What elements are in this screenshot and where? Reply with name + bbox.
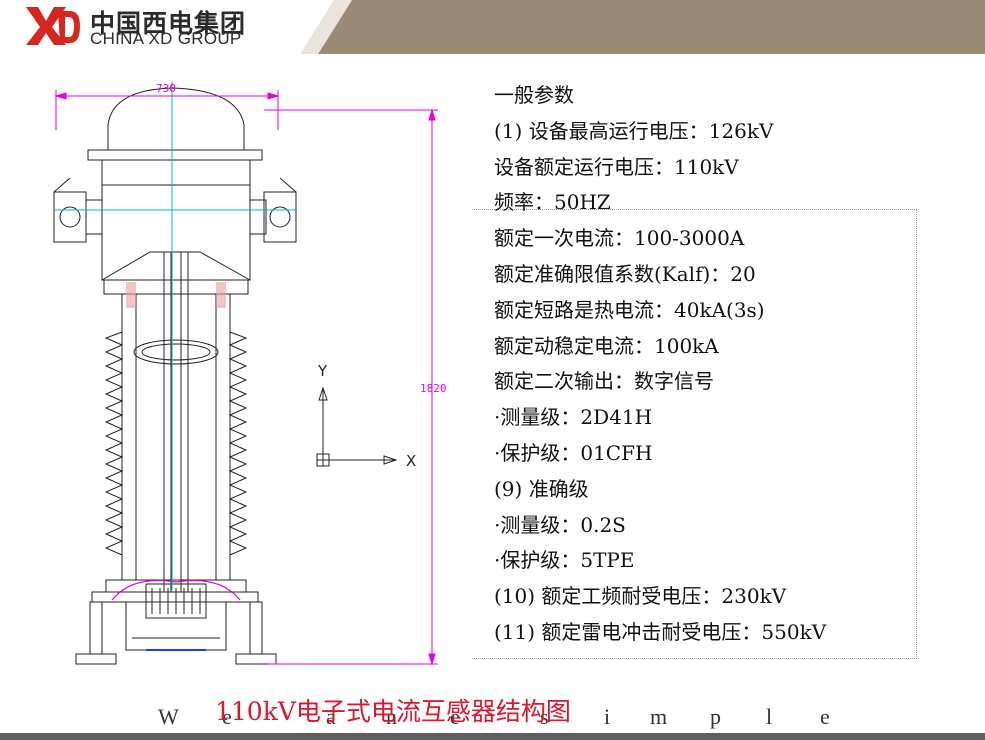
footer-letter: e <box>820 704 830 729</box>
param-line: 额定准确限值系数(Kalf)：20 <box>494 261 756 286</box>
footer-letter: W <box>158 704 179 729</box>
dimension-height-label: 1820 <box>420 382 447 395</box>
param-line: ·保护级：5TPE <box>494 548 635 573</box>
parameter-list: 一般参数 (1) 设备最高运行电压：126kV 设备额定运行电压：110kV 频… <box>494 78 974 651</box>
transformer-drawing: 730 1820 Y X <box>53 82 447 666</box>
dimension-width-label: 730 <box>156 82 176 95</box>
axis-x-label: X <box>406 452 416 470</box>
param-line: 频率：50HZ <box>494 190 611 215</box>
company-name-en: CHINA XD GROUP <box>90 29 242 48</box>
axis-y-label: Y <box>317 362 328 380</box>
param-line: 额定动稳定电流：100kA <box>494 333 719 358</box>
company-name-cn: 中国西电集团 <box>90 9 247 38</box>
header-bar: 中国西电集团 CHINA XD GROUP <box>0 0 985 54</box>
xd-logo-icon <box>26 7 80 45</box>
footer-letter: n <box>386 704 397 729</box>
footer-letter: s <box>540 704 549 729</box>
param-line: (9) 准确级 <box>494 476 589 501</box>
footer-letter: i <box>604 704 611 729</box>
param-line: (11) 额定雷电冲击耐受电压：550kV <box>494 619 827 644</box>
header-band <box>300 0 985 54</box>
footer-letter: p <box>710 704 721 729</box>
footer-watermark: W e a n e s i m p l e <box>0 704 985 734</box>
diagram-caption: 110kV电子式电流互感器结构图 <box>215 697 571 726</box>
param-line: (1) 设备最高运行电压：126kV <box>494 118 774 143</box>
footer-letter: m <box>650 704 668 729</box>
footer-letter: l <box>766 704 773 729</box>
parameter-box-border <box>472 209 917 659</box>
param-line: 额定二次输出：数字信号 <box>494 369 714 394</box>
param-line: ·测量级：2D41H <box>494 405 653 430</box>
param-line: 设备额定运行电压：110kV <box>494 154 739 179</box>
param-line: (10) 额定工频耐受电压：230kV <box>494 584 787 609</box>
param-line: ·测量级：0.2S <box>494 512 626 537</box>
param-line: 额定短路是热电流：40kA(3s) <box>494 297 765 322</box>
param-heading: 一般参数 <box>494 83 574 107</box>
param-line: 额定一次电流：100-3000A <box>494 226 745 251</box>
footer-letter: a <box>326 704 336 729</box>
footer-letter: e <box>222 704 232 729</box>
param-line: ·保护级：01CFH <box>494 440 653 465</box>
footer-bar <box>0 733 985 740</box>
footer-letter: e <box>450 704 460 729</box>
